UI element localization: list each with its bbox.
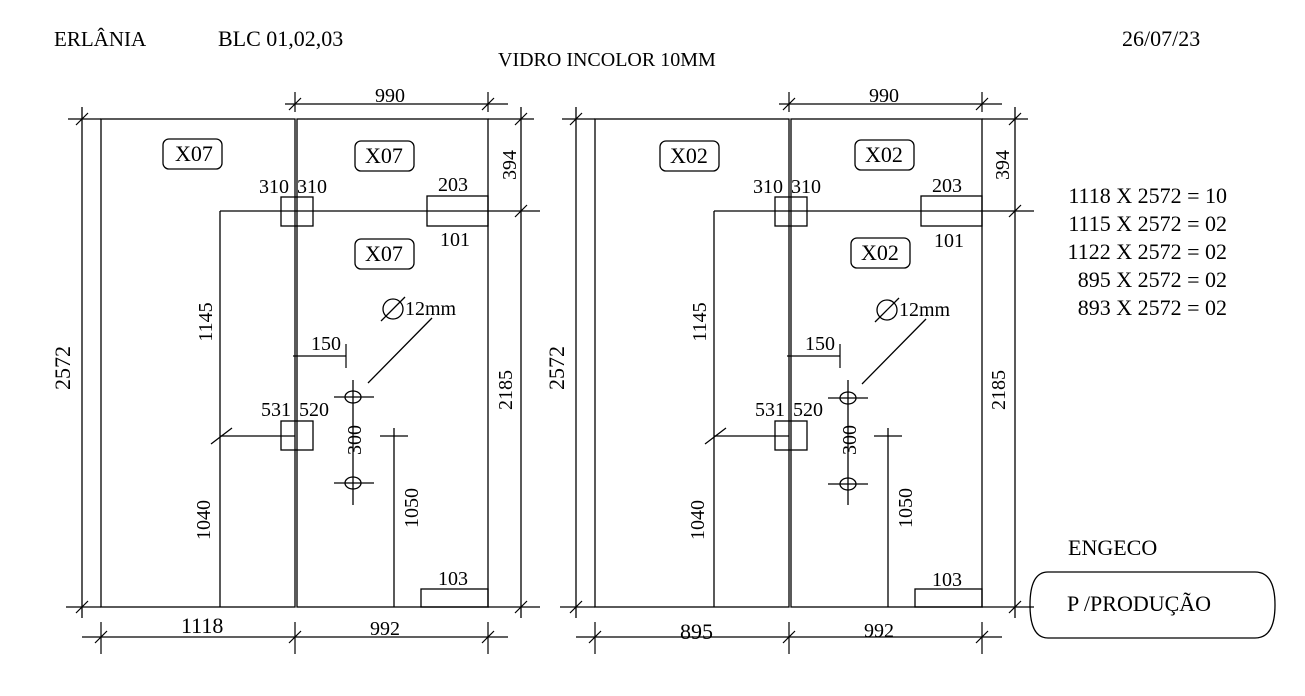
hinge-top-right-label: 310 — [791, 176, 821, 198]
tag-label: X02 — [861, 240, 899, 265]
notch-floor-label: 103 — [932, 569, 962, 591]
dim-left-upper: 1145 — [195, 302, 217, 341]
glass-leaf-left — [594, 118, 790, 608]
notch-top-label: 203 — [438, 174, 468, 196]
dim-left-lower: 1040 — [687, 500, 709, 540]
notch-bottom-label: 101 — [934, 230, 964, 252]
dim-hole-spacing: 300 — [839, 425, 861, 455]
dim-left-lower: 1040 — [193, 500, 215, 540]
drawing-date: 26/07/23 — [1122, 26, 1200, 51]
notch-top — [426, 195, 489, 227]
glass-type: VIDRO INCOLOR 10MM — [498, 49, 716, 71]
dim-bottom-right: 992 — [370, 618, 400, 640]
dim-right-top: 394 — [992, 150, 1014, 180]
diameter-symbol-icon — [876, 299, 898, 321]
hinge-top-right-label: 310 — [297, 176, 327, 198]
dim-right-bottom: 2185 — [495, 370, 517, 410]
cut-list: 1118 X 2572 = 10 1115 X 2572 = 02 1122 X… — [1068, 183, 1227, 320]
block-ids: BLC 01,02,03 — [218, 26, 343, 51]
glass-leaf-left — [100, 118, 296, 608]
panel-left: 990 2572 394 2185 1145 1040 310 310 531 … — [50, 85, 540, 654]
tag-box — [354, 238, 415, 270]
tag-label: X02 — [865, 142, 903, 167]
hole-diameter: 12mm — [899, 299, 951, 321]
cut-list-item: 893 X 2572 = 02 — [1078, 295, 1227, 320]
dim-offset-150: 150 — [311, 333, 341, 355]
notch-floor — [420, 588, 489, 608]
tag-label: X02 — [670, 143, 708, 168]
dim-right-mid: 1050 — [895, 488, 917, 528]
hinge-top-left-label: 310 — [259, 176, 289, 198]
notch-floor — [914, 588, 983, 608]
hole-lower — [839, 477, 857, 491]
tag-box — [854, 139, 915, 171]
hinge-mid-left-label: 531 — [755, 399, 785, 421]
dim-overall-height: 2572 — [50, 346, 75, 390]
hole-lower — [344, 476, 362, 490]
dim-right-top: 394 — [499, 150, 521, 180]
hinge-middle — [280, 420, 314, 451]
tag-box — [659, 140, 720, 172]
dim-top-width: 990 — [869, 85, 899, 107]
dim-bottom-left: 1118 — [181, 613, 223, 638]
tag-box — [354, 140, 415, 172]
tag-box — [850, 237, 911, 269]
notch-bottom-label: 101 — [440, 229, 470, 251]
notch-top-label: 203 — [932, 175, 962, 197]
dim-top-width: 990 — [375, 85, 405, 107]
hole-upper — [344, 390, 362, 404]
cut-list-item: 1115 X 2572 = 02 — [1068, 211, 1227, 236]
cut-list-item: 895 X 2572 = 02 — [1078, 267, 1227, 292]
notch-top — [920, 195, 983, 227]
hinge-mid-right-label: 520 — [793, 399, 823, 421]
dim-hole-spacing: 300 — [344, 425, 366, 455]
company-name: ENGECO — [1068, 535, 1157, 560]
client-name: ERLÂNIA — [54, 27, 147, 51]
tag-box — [162, 138, 223, 170]
hinge-mid-right-label: 520 — [299, 399, 329, 421]
hinge-top — [774, 196, 808, 227]
glass-leaf-right — [790, 118, 983, 608]
tag-label: X07 — [365, 241, 403, 266]
notch-floor-label: 103 — [438, 568, 468, 590]
dim-bottom-left: 895 — [680, 619, 713, 644]
dim-left-upper: 1145 — [689, 302, 711, 341]
dim-overall-height: 2572 — [544, 346, 569, 390]
production-stamp-box — [1029, 571, 1276, 639]
cut-list-item: 1118 X 2572 = 10 — [1068, 183, 1227, 208]
hinge-top-left-label: 310 — [753, 176, 783, 198]
tag-label: X07 — [175, 141, 213, 166]
glass-leaf-right — [296, 118, 489, 608]
hinge-middle — [774, 420, 808, 451]
dim-right-mid: 1050 — [401, 488, 423, 528]
dim-bottom-right: 992 — [864, 620, 894, 642]
cut-list-item: 1122 X 2572 = 02 — [1068, 239, 1227, 264]
hole-upper — [839, 391, 857, 405]
diameter-symbol-icon — [382, 298, 404, 320]
dim-right-bottom: 2185 — [988, 370, 1010, 410]
tag-label: X07 — [365, 143, 403, 168]
hinge-mid-left-label: 531 — [261, 399, 291, 421]
production-stamp: P /PRODUÇÃO — [1067, 591, 1211, 616]
panel-right: 990 2572 394 2185 1145 1040 310 310 531 … — [544, 85, 1034, 654]
dim-offset-150: 150 — [805, 333, 835, 355]
hole-diameter: 12mm — [405, 298, 457, 320]
hinge-top — [280, 196, 314, 227]
